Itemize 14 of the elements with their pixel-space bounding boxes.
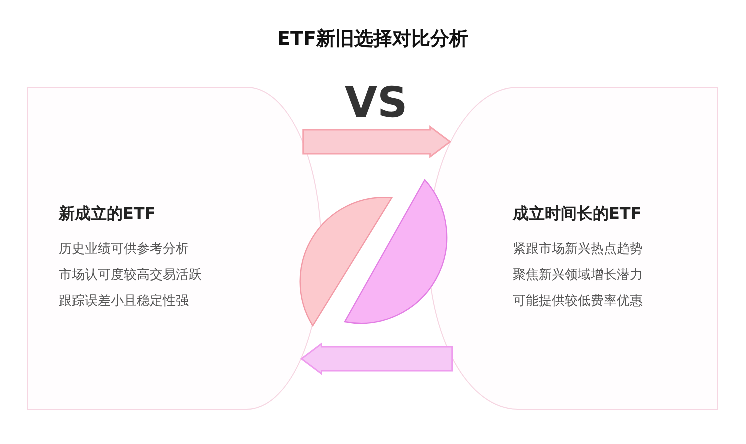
- feature-text: 历史业绩可供参考分析: [59, 241, 189, 258]
- feature-text: 聚焦新兴领域增长潜力: [513, 267, 643, 284]
- feature-text: 紧跟市场新兴热点趋势: [513, 241, 643, 258]
- feature-text: 可能提供较低费率优惠: [513, 293, 643, 310]
- chart-title: ETF新旧选择对比分析: [276, 27, 470, 52]
- comparison-panel: [428, 87, 718, 410]
- block-arrow: [302, 126, 452, 158]
- panel-heading: 新成立的ETF: [59, 204, 156, 225]
- block-arrow: [300, 342, 454, 376]
- feature-text: 跟踪误差小且稳定性强: [59, 293, 189, 310]
- panel-heading: 成立时间长的ETF: [513, 204, 642, 225]
- versus-text: VS: [345, 78, 408, 127]
- feature-text: 市场认可度较高交易活跃: [59, 267, 202, 284]
- comparison-panel: [27, 87, 322, 410]
